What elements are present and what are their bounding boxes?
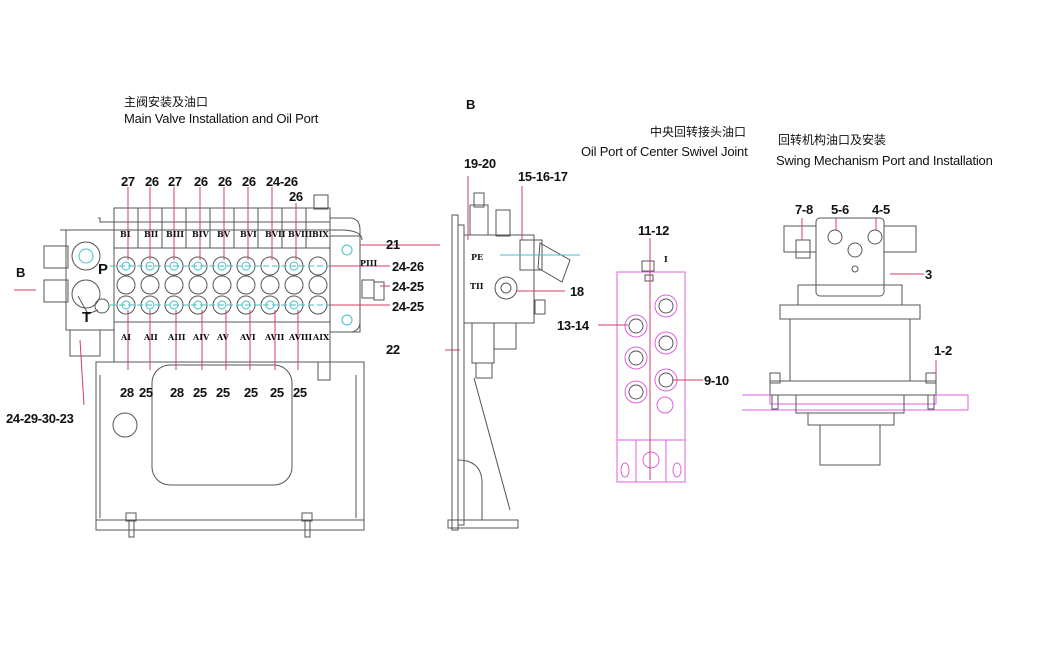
motor-head [815, 217, 885, 297]
callout-swing: 3 [925, 267, 932, 282]
callout-bottom: 28 [120, 385, 134, 400]
callout-top: 24-26 [266, 174, 298, 189]
port-label-a: AV [217, 332, 229, 342]
main-valve-title-cn: 主阀安装及油口 [124, 95, 209, 109]
callout-side: 18 [570, 284, 584, 299]
callout-swivel: 9-10 [704, 373, 729, 388]
frame-cutout [151, 364, 293, 486]
main-valve-title-en: Main Valve Installation and Oil Port [124, 111, 319, 126]
swing-title-en: Swing Mechanism Port and Installation [776, 153, 993, 168]
frame-hole [112, 412, 138, 438]
side-view-title: B [466, 97, 476, 112]
port-label-a: AVI [240, 332, 256, 342]
callout-left: 24-29-30-23 [6, 411, 74, 426]
callout-top: 26 [145, 174, 159, 189]
callout-bottom: 25 [193, 385, 207, 400]
callout-top: 26 [218, 174, 232, 189]
port-label-a: AVIII [289, 332, 313, 342]
swing-mechanism-drawing [742, 217, 969, 466]
port-label-a: AIII [168, 332, 186, 342]
port-label-b: BI [120, 229, 131, 239]
port-pe-label: PE [471, 252, 484, 262]
swivel-title-cn: 中央回转接头油口 [650, 125, 747, 139]
callout-top-extra: 26 [289, 189, 303, 204]
callout-bottom: 25 [270, 385, 284, 400]
port-label-b: BII [144, 229, 159, 239]
callout-right: 24-25 [392, 299, 424, 314]
port-piii-label: PIII [360, 258, 378, 268]
port-label-a: AVII [265, 332, 285, 342]
port-label-a: AII [144, 332, 158, 342]
port-label-b: BIII [166, 229, 184, 239]
main-valve-drawing [14, 187, 460, 538]
port-label-b: BIX [312, 229, 329, 239]
swivel-top-marker: I [664, 254, 668, 264]
swivel-title-en: Oil Port of Center Swivel Joint [581, 144, 748, 159]
port-label-b: BVII [265, 229, 286, 239]
callout-swing: 5-6 [831, 202, 849, 217]
callout-bottom: 25 [216, 385, 230, 400]
port-tii-label: TII [470, 281, 484, 291]
port-label-a: AIX [313, 332, 330, 342]
port-label-b: BIV [192, 229, 209, 239]
port-label-a: AIV [193, 332, 210, 342]
view-arrow-label: B [16, 265, 26, 280]
side-view-drawing [447, 176, 580, 531]
callout-swivel: 11-12 [638, 223, 670, 238]
callout-bottom: 28 [170, 385, 184, 400]
callout-swing: 7-8 [795, 202, 813, 217]
port-label-b: BV [217, 229, 230, 239]
callout-side: 19-20 [464, 156, 496, 171]
swivel-body [616, 271, 686, 483]
swivel-joint-drawing [598, 238, 703, 483]
port-label-a: AI [121, 332, 131, 342]
callout-right: 21 [386, 237, 400, 252]
callout-swing: 4-5 [872, 202, 890, 217]
swing-title-cn: 回转机构油口及安装 [778, 133, 887, 147]
port-circles [110, 256, 350, 315]
callout-right: 24-26 [392, 259, 424, 274]
port-label-b: BVIII [288, 229, 313, 239]
callout-bottom: 25 [293, 385, 307, 400]
callout-side: 15-16-17 [518, 169, 568, 184]
callout-right: 22 [386, 342, 400, 357]
callout-bottom: 25 [244, 385, 258, 400]
callout-swing: 1-2 [934, 343, 952, 358]
port-p-label: P [98, 261, 108, 278]
callout-top: 27 [168, 174, 182, 189]
callout-top: 26 [242, 174, 256, 189]
callout-top: 26 [194, 174, 208, 189]
callout-bottom: 25 [139, 385, 153, 400]
port-t-label: T [82, 309, 91, 326]
callout-top: 27 [121, 174, 135, 189]
callout-swivel: 13-14 [557, 318, 589, 333]
callout-right: 24-25 [392, 279, 424, 294]
port-label-b: BVI [240, 229, 257, 239]
